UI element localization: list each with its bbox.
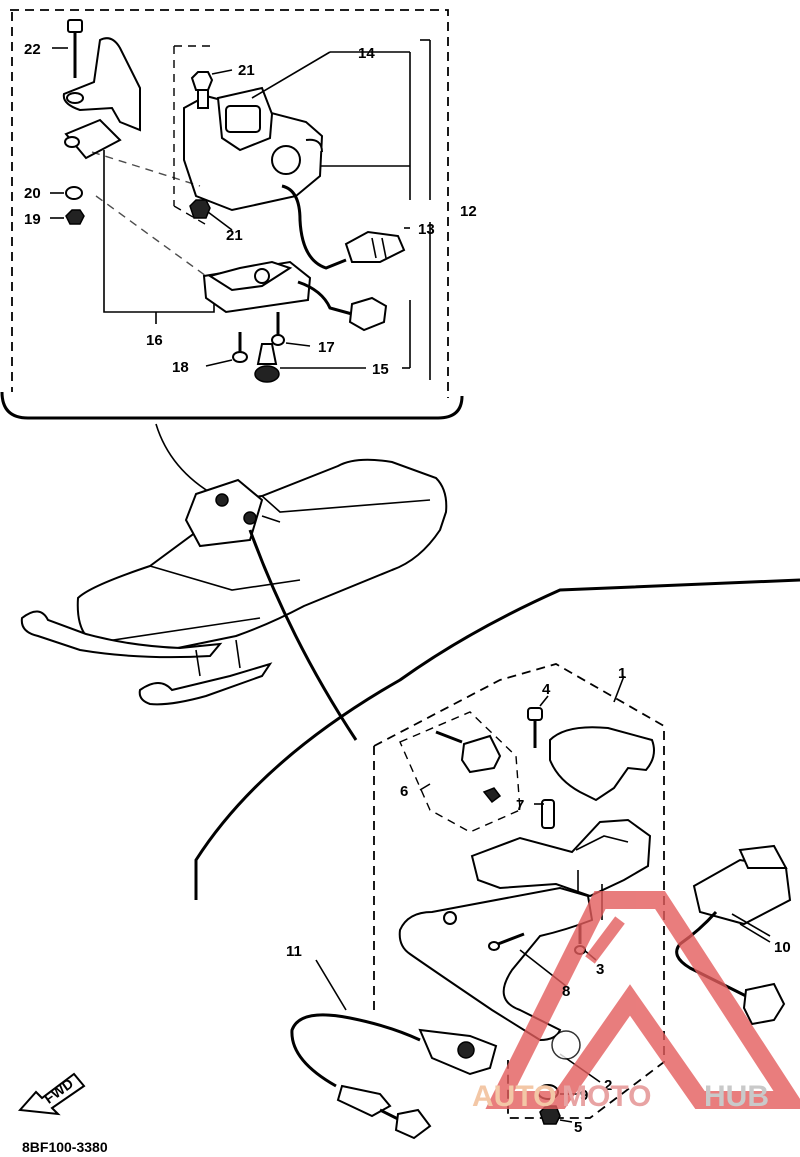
watermark-moto: MOTO — [562, 1080, 651, 1113]
callout-3: 3 — [596, 961, 604, 978]
fwd-arrow-icon — [17, 1072, 86, 1116]
callout-5: 5 — [574, 1119, 582, 1136]
mounting-bracket — [62, 37, 141, 160]
callout-13: 13 — [418, 221, 435, 238]
fwd-label: FWD — [41, 1075, 76, 1107]
callout-14: 14 — [358, 45, 375, 62]
callout-6: 6 — [400, 783, 408, 800]
washer-20 — [65, 186, 83, 200]
diagram-code: 8BF100-3380 — [22, 1139, 108, 1155]
handlebar-leader-line — [248, 529, 358, 741]
watermark-hub: HUB — [704, 1080, 769, 1113]
screw-17 — [271, 312, 285, 346]
upper-detail-box — [0, 9, 464, 420]
callout-20: 20 — [24, 185, 41, 202]
callout-21-top: 21 — [238, 62, 255, 79]
nut-19 — [65, 209, 85, 225]
switch-unit-16 — [202, 260, 388, 332]
callout-18: 18 — [172, 359, 189, 376]
callout-2: 2 — [604, 1077, 612, 1094]
callout-4: 4 — [542, 681, 551, 698]
handlebar-curve — [194, 578, 800, 900]
callout-17: 17 — [318, 339, 335, 356]
screw-18 — [232, 332, 248, 363]
nut-21-bottom — [189, 199, 211, 219]
callout-22: 22 — [24, 41, 41, 58]
nut-21-top — [190, 71, 214, 109]
callout-7: 7 — [516, 797, 524, 814]
bolt-15 — [254, 343, 280, 383]
callout-1: 1 — [618, 665, 626, 682]
callout-19: 19 — [24, 211, 41, 228]
callout-16: 16 — [146, 332, 163, 349]
connector-13 — [281, 184, 406, 270]
lower-assembly — [290, 663, 792, 1140]
callout-12: 12 — [460, 203, 477, 220]
callout-11: 11 — [286, 943, 302, 960]
callout-15: 15 — [372, 361, 389, 378]
callout-8: 8 — [562, 983, 570, 1000]
watermark-logo — [485, 891, 800, 1109]
callout-21-bottom: 21 — [226, 227, 243, 244]
callout-9: 9 — [580, 1087, 588, 1104]
watermark-auto: AUTO — [472, 1080, 556, 1113]
callout-10: 10 — [774, 939, 791, 956]
snowmobile-sketch — [20, 458, 448, 706]
bolt-22 — [67, 19, 83, 78]
switch-housing-14 — [173, 45, 324, 225]
